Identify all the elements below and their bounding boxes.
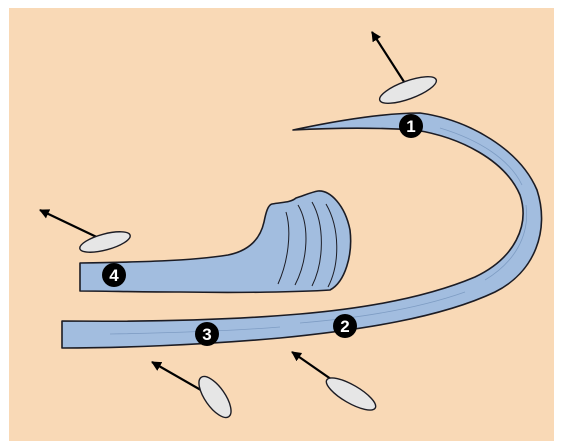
marker-3-label: 3 — [202, 325, 211, 344]
marker-1-label: 1 — [406, 117, 415, 136]
marker-1: 1 — [399, 114, 423, 138]
marker-4: 4 — [102, 263, 126, 287]
marker-3: 3 — [195, 322, 219, 346]
marker-4-label: 4 — [109, 266, 119, 285]
marker-2: 2 — [333, 314, 357, 338]
marker-2-label: 2 — [340, 317, 349, 336]
